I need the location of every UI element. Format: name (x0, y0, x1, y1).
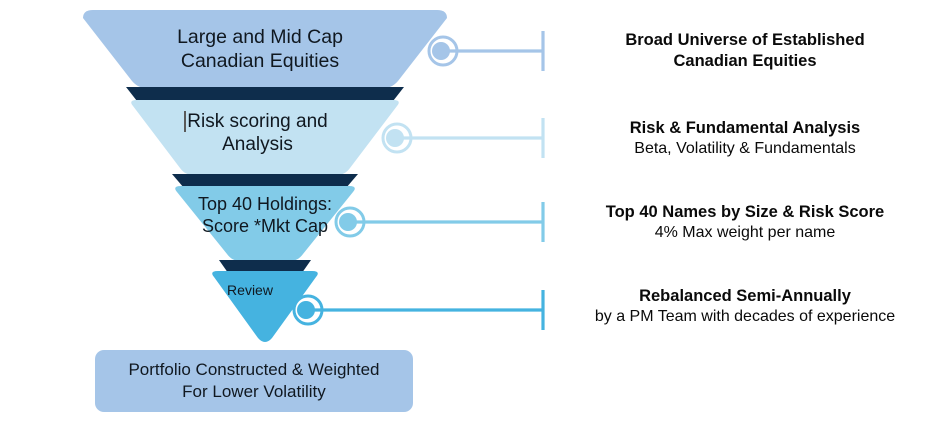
connector-universe (427, 31, 545, 71)
text-cursor (184, 111, 186, 132)
callout-top40-primary: Top 40 Names by Size & Risk Score (605, 203, 885, 221)
portfolio-base-box-label: Portfolio Constructed & Weighted For Low… (128, 360, 380, 401)
callout-risk-primary: Risk & Fundamental Analysis (629, 119, 861, 137)
connector-top-40 (334, 202, 545, 242)
funnel-segment-review[interactable] (212, 271, 318, 342)
callout-review: Rebalanced Semi-Annually by a PM Team wi… (555, 286, 935, 328)
connector-dot-review (297, 301, 315, 319)
callout-universe-primary: Broad Universe of Established Canadian E… (625, 31, 865, 71)
callout-risk: Risk & Fundamental Analysis Beta, Volati… (555, 118, 935, 160)
funnel-segment-risk-scoring[interactable] (131, 100, 399, 175)
callout-top40-secondary: 4% Max weight per name (654, 224, 836, 242)
callout-top40: Top 40 Names by Size & Risk Score 4% Max… (555, 202, 935, 244)
connector-review (292, 290, 545, 330)
connector-dot-top-40 (339, 213, 357, 231)
callout-review-secondary: by a PM Team with decades of experience (594, 308, 896, 326)
portfolio-base-box[interactable]: Portfolio Constructed & Weighted For Low… (95, 350, 413, 412)
callout-universe: Broad Universe of Established Canadian E… (555, 30, 935, 73)
callout-risk-secondary: Beta, Volatility & Fundamentals (634, 140, 856, 158)
connector-dot-risk-scoring (386, 129, 404, 147)
funnel-segment-top-40[interactable] (175, 186, 355, 261)
connector-dot-universe (432, 42, 450, 60)
callout-review-primary: Rebalanced Semi-Annually (639, 287, 851, 305)
connector-risk-scoring (381, 118, 545, 158)
funnel-segment-universe[interactable] (83, 10, 447, 88)
